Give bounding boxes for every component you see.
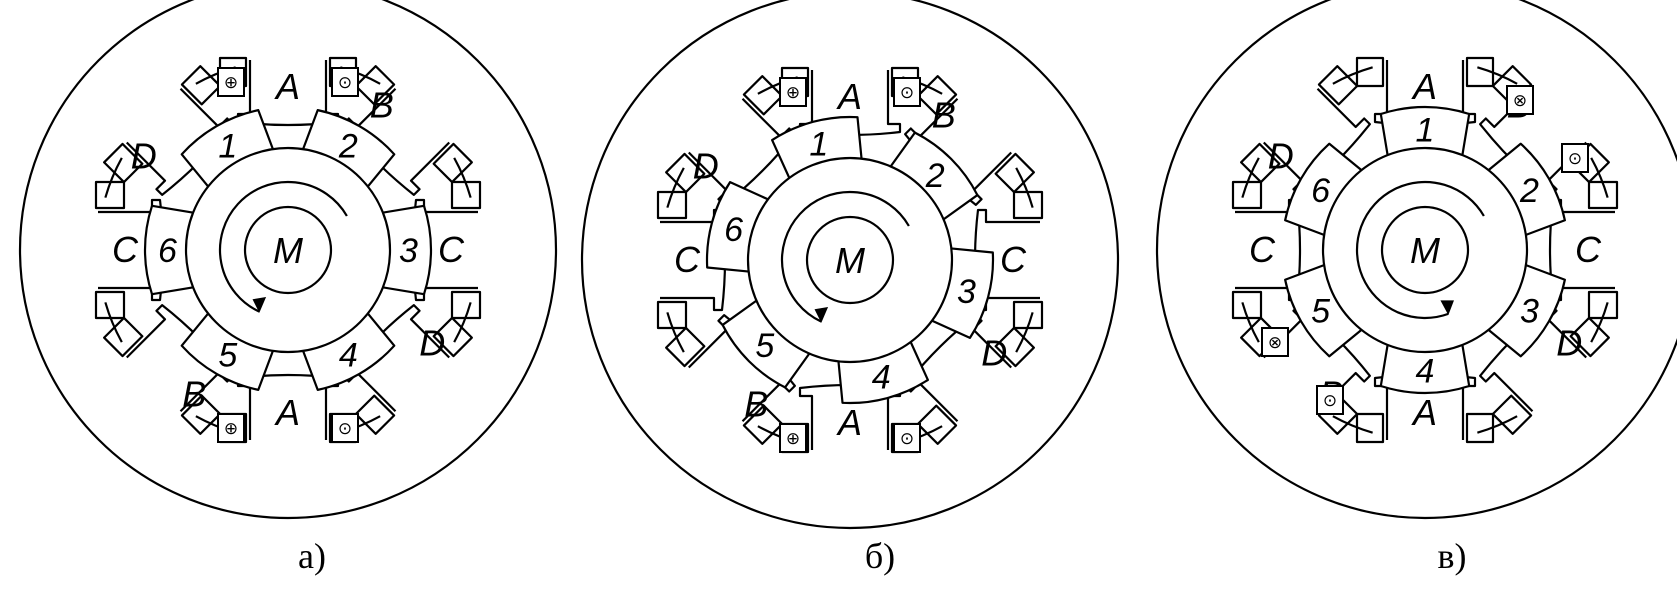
tooth-number: 4 bbox=[339, 336, 358, 374]
rotor-tooth: 1 bbox=[1379, 105, 1471, 161]
rotor-tooth: 2 bbox=[1484, 142, 1566, 238]
coil-current-icon: ⊗ bbox=[1513, 91, 1527, 111]
tooth-number: 2 bbox=[1519, 172, 1539, 210]
coil-current-icon: ⊙ bbox=[900, 83, 914, 103]
rotor-tooth: 3 bbox=[377, 204, 433, 296]
phase-label: D bbox=[981, 333, 1007, 374]
tooth-number: 6 bbox=[1311, 172, 1330, 210]
coil-current-icon: ⊕ bbox=[224, 419, 238, 439]
stator-pole bbox=[665, 314, 796, 445]
tooth-number: 1 bbox=[809, 126, 828, 164]
phase-label: A bbox=[1411, 66, 1437, 107]
phase-label: C bbox=[1000, 239, 1027, 280]
phase-label: C bbox=[112, 229, 139, 270]
coil-current-icon: ⊕ bbox=[224, 73, 238, 93]
tooth-number: 5 bbox=[1311, 292, 1330, 330]
tooth-number: 3 bbox=[399, 232, 418, 270]
stator-pole bbox=[1231, 180, 1302, 320]
phase-label: D bbox=[419, 323, 445, 364]
rotation-arrow-icon bbox=[218, 180, 348, 313]
rotor-tooth: 3 bbox=[1484, 262, 1566, 358]
rotor-tooth: 5 bbox=[721, 297, 813, 389]
tooth-number: 4 bbox=[1416, 353, 1435, 391]
rotor-tooth: 6 bbox=[143, 204, 199, 296]
tooth-number: 2 bbox=[925, 157, 945, 195]
rotor-label: M bbox=[835, 240, 865, 281]
stator-pole bbox=[1479, 304, 1610, 435]
tooth-number: 2 bbox=[338, 128, 358, 166]
housing-circle bbox=[18, 0, 558, 520]
coil-current-icon: ⊕ bbox=[786, 429, 800, 449]
shaft-circle bbox=[805, 215, 895, 305]
tooth-number: 4 bbox=[872, 358, 891, 396]
motor-diagram-b: A B C D A B C D 1 2 3 4 5 6M ⊕ ⊙ ⊕ ⊙ б) bbox=[580, 0, 1120, 576]
rotor-tooth: 5 bbox=[1284, 262, 1366, 358]
stator bbox=[656, 66, 1044, 454]
rotor-tooth: 5 bbox=[180, 309, 276, 391]
phase-label: D bbox=[1268, 135, 1294, 176]
coil-current-icon: ⊕ bbox=[786, 83, 800, 103]
tooth-number: 5 bbox=[218, 336, 237, 374]
rotor-tooth: 2 bbox=[300, 109, 396, 191]
coil-current-icon: ⊙ bbox=[1568, 149, 1582, 169]
shaft-circle bbox=[243, 205, 333, 295]
rotor-tooth: 2 bbox=[887, 131, 979, 223]
diagram-caption: б) bbox=[865, 536, 895, 576]
rotor-tooth: 1 bbox=[180, 109, 276, 191]
phase-label: A bbox=[1411, 392, 1437, 433]
coil-current-icon: ⊗ bbox=[1268, 333, 1282, 353]
phase-label: C bbox=[674, 239, 701, 280]
tooth-number: 3 bbox=[957, 273, 976, 311]
rotor-label: M bbox=[1410, 230, 1440, 271]
tooth-number: 3 bbox=[1520, 292, 1539, 330]
tooth-number: 6 bbox=[158, 232, 177, 270]
housing-circle bbox=[580, 0, 1120, 530]
phase-label: A bbox=[836, 402, 862, 443]
rotor-tooth: 6 bbox=[1284, 142, 1366, 238]
stator-pole bbox=[1548, 180, 1619, 320]
phase-label: D bbox=[693, 145, 719, 186]
tooth-number: 6 bbox=[724, 211, 743, 249]
rotor-tooth: 4 bbox=[300, 309, 396, 391]
phase-label: B bbox=[370, 85, 394, 126]
diagram-caption: а) bbox=[298, 536, 326, 576]
phase-label: A bbox=[274, 392, 300, 433]
rotation-arrow-icon bbox=[1355, 180, 1485, 320]
coil-current-icon: ⊙ bbox=[900, 429, 914, 449]
rotor: 1 2 3 4 5 6M bbox=[705, 115, 995, 405]
tooth-number: 1 bbox=[218, 128, 237, 166]
phase-label: C bbox=[438, 229, 465, 270]
phase-label: D bbox=[131, 135, 157, 176]
shaft-circle bbox=[1380, 205, 1470, 295]
phase-label: A bbox=[836, 76, 862, 117]
housing-circle bbox=[1155, 0, 1677, 520]
rotor: 1 2 3 4 5 6 M bbox=[143, 109, 433, 391]
phase-label: C bbox=[1575, 229, 1602, 270]
coil-current-icon: ⊙ bbox=[1323, 391, 1337, 411]
tooth-number: 5 bbox=[755, 327, 774, 365]
phase-label: C bbox=[1249, 229, 1276, 270]
phase-label: A bbox=[274, 66, 300, 107]
phase-label: B bbox=[182, 373, 206, 414]
phase-label: B bbox=[932, 95, 956, 136]
rotor: 1 2 3 4 5 6M bbox=[1284, 105, 1566, 395]
coil-current-icon: ⊙ bbox=[338, 73, 352, 93]
phase-label: B bbox=[744, 383, 768, 424]
phase-label: D bbox=[1556, 323, 1582, 364]
rotation-arrow-icon bbox=[780, 190, 910, 323]
rotor-tooth: 4 bbox=[1379, 339, 1471, 395]
tooth-number: 1 bbox=[1416, 112, 1435, 150]
rotor-label: M bbox=[273, 230, 303, 271]
diagram-caption: в) bbox=[1438, 536, 1467, 576]
coil-current-icon: ⊙ bbox=[338, 419, 352, 439]
motor-diagram-a: A B C D A B C D 1 2 3 4 5 6 M ⊕ ⊙ ⊕ ⊙ а) bbox=[18, 0, 558, 576]
